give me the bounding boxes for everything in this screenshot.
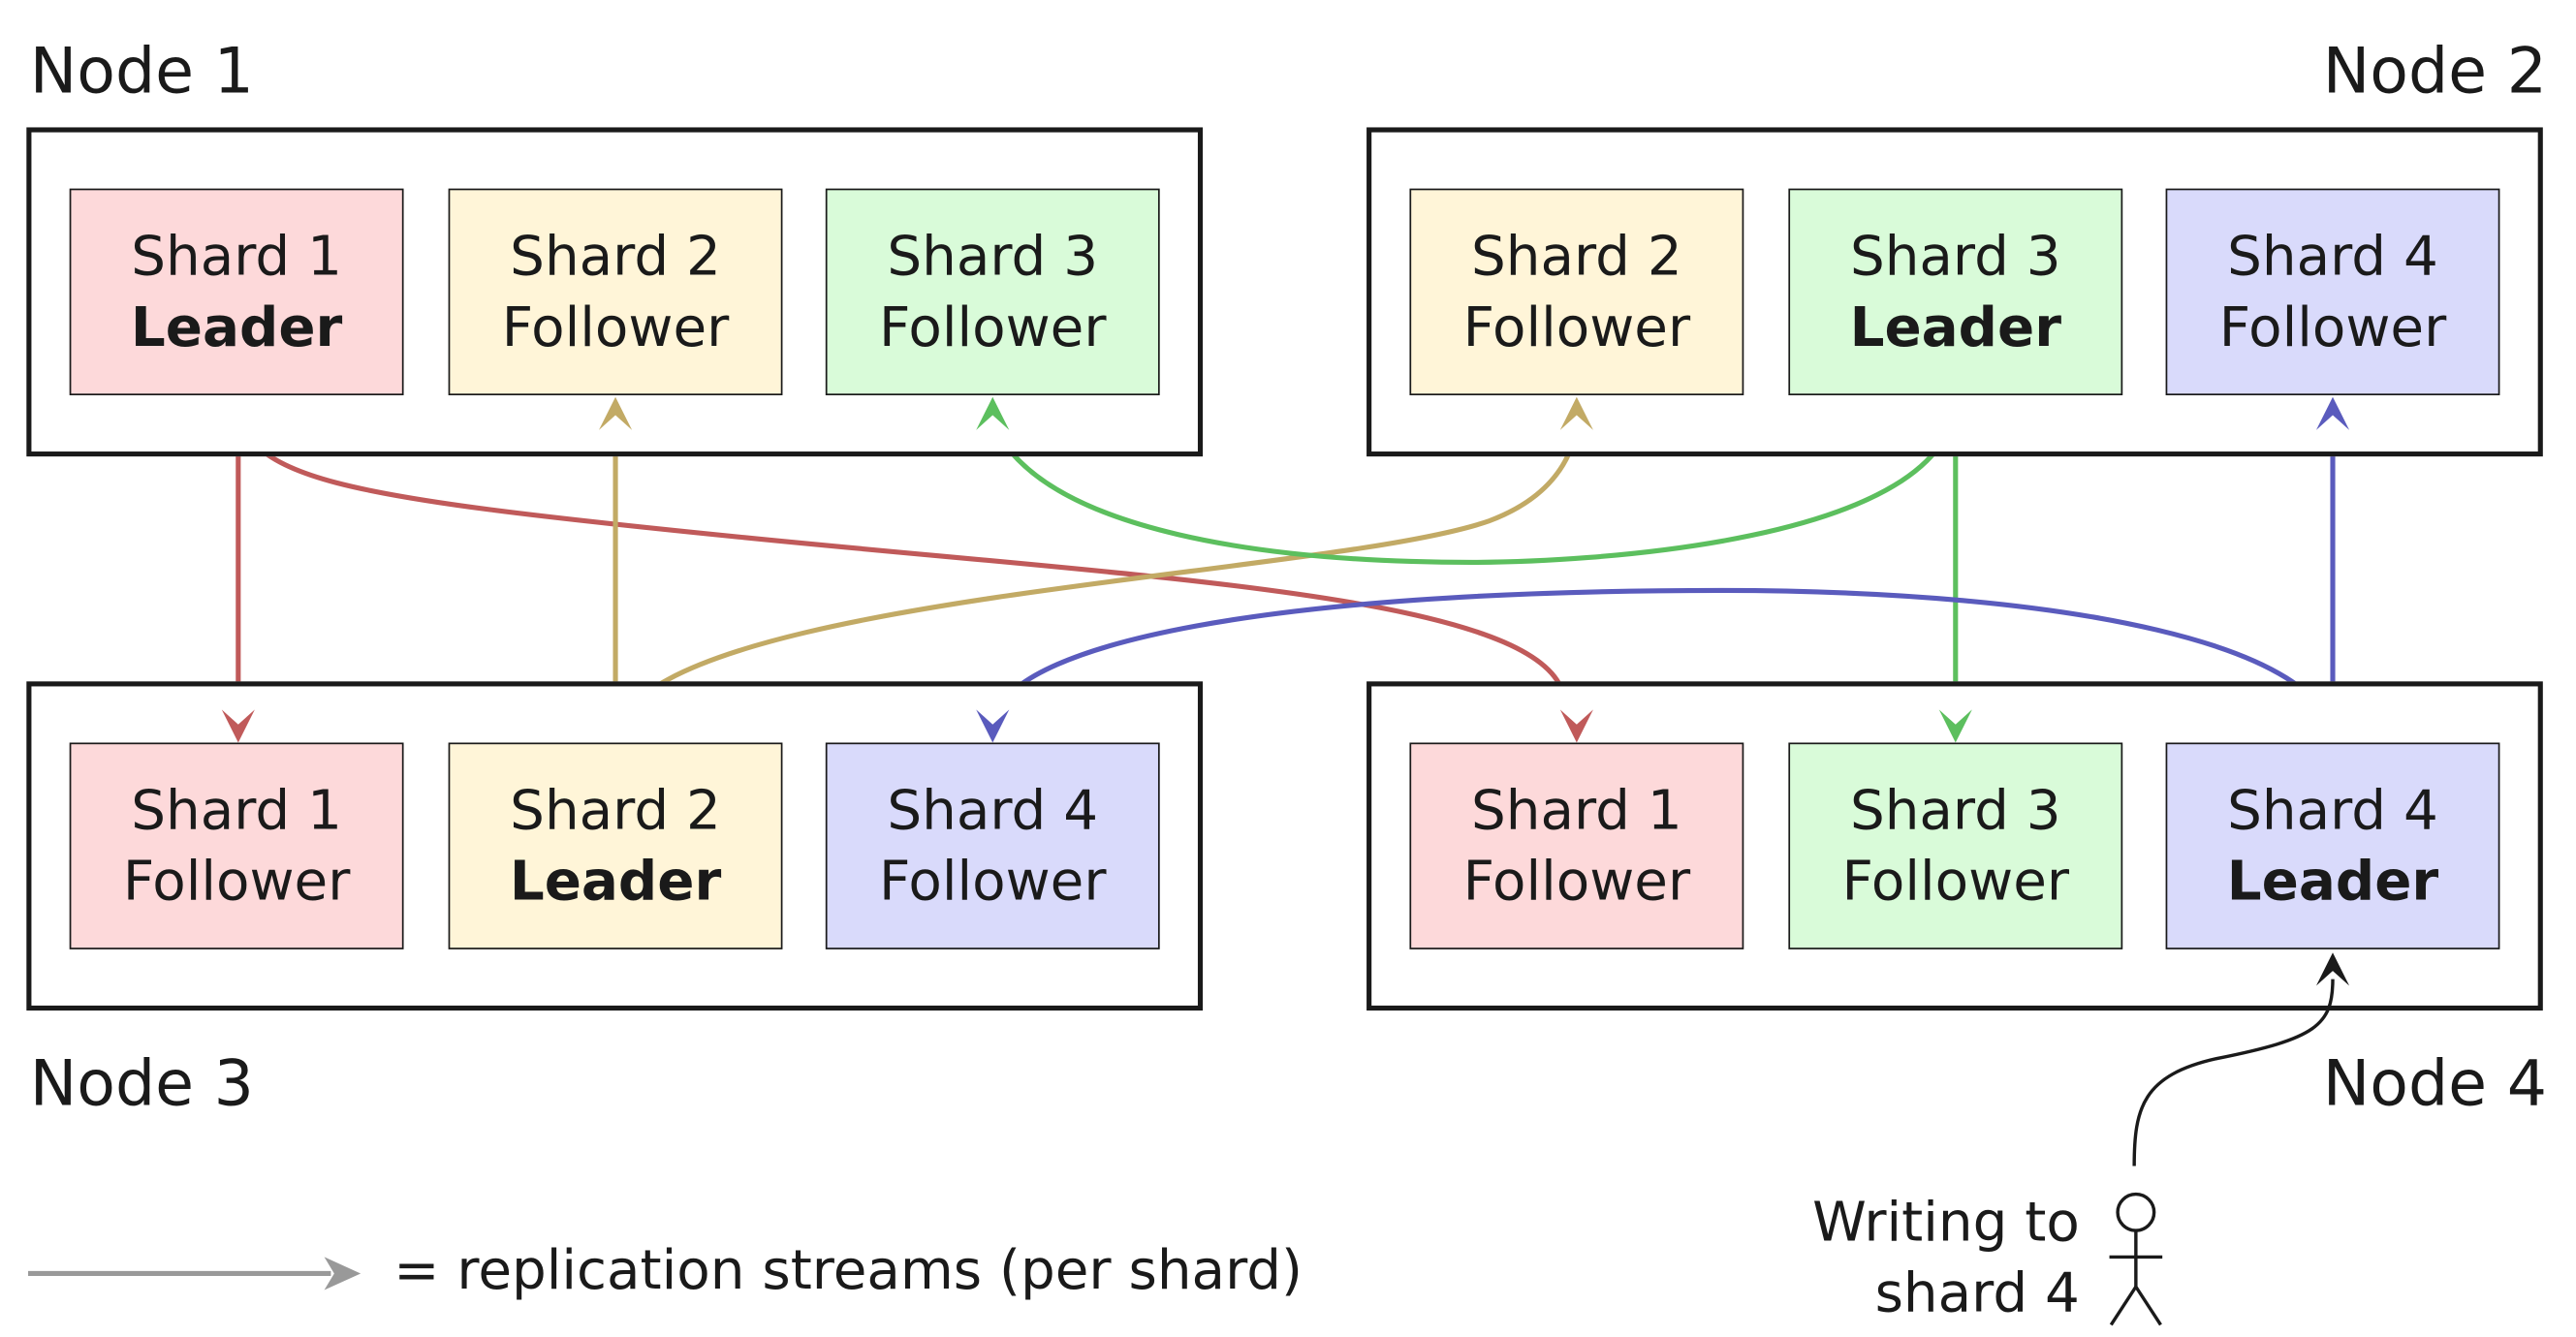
writer-arrow [2132,979,2335,1166]
node-2-shard-2: Shard 2 Follower [1409,188,1744,395]
shard-role: Follower [878,847,1107,913]
node-1-shard-3: Shard 3 Follower [825,188,1160,395]
shard-role: Leader [2226,847,2439,913]
shard-role: Follower [1841,847,2070,913]
arrow-shard2-to-node2 [613,427,1580,743]
node-3-shard-1: Shard 1 Follower [69,742,404,949]
shard-role: Leader [1849,294,2062,358]
shard-name: Shard 3 [1849,776,2061,842]
arrowhead-shard3-node4 [1938,709,1972,743]
node-2-shard-3: Shard 3 Leader [1788,188,2123,395]
shard-name: Shard 4 [887,776,1099,842]
node-3-shard-4: Shard 4 Follower [825,742,1160,949]
arrow-shard4-to-node3 [995,587,2336,743]
shard-role: Follower [122,847,351,913]
shard-role: Follower [2218,294,2447,358]
shard-role: Leader [509,847,722,913]
shard-role: Follower [501,294,730,358]
shard-name: Shard 2 [510,776,721,842]
shard-name: Shard 3 [887,222,1099,288]
node-1-shard-2: Shard 2 Follower [448,188,783,395]
writer-line-1: Writing to [1812,1189,2080,1254]
arrowhead-shard2-node2 [1559,396,1593,430]
shard-name: Shard 1 [1471,776,1682,842]
node-4-shard-1: Shard 1 Follower [1409,742,1744,949]
legend-text: = replication streams (per shard) [393,1236,1303,1302]
writer-caption: Writing to shard 4 [1812,1188,2080,1329]
arrowhead-shard1-node4 [1559,709,1593,743]
node-2-shard-4: Shard 4 Follower [2165,188,2500,395]
node-3-label: Node 3 [29,1046,254,1120]
arrowhead-shard4-node2 [2315,396,2350,430]
node-2-label: Node 2 [2322,34,2547,108]
node-4-shard-3: Shard 3 Follower [1788,742,2123,949]
node-1-shard-1: Shard 1 Leader [69,188,404,395]
shard-role: Follower [878,294,1107,358]
person-icon [2109,1192,2163,1326]
arrowhead-shard3-node1 [976,396,1010,430]
node-1-label: Node 1 [29,34,254,108]
node-3-shard-2: Shard 2 Leader [448,742,783,949]
arrowhead-shard1-node3 [221,709,255,743]
arrowhead-writer [2315,952,2350,986]
arrow-shard3-to-node1 [993,396,1959,565]
writer-line-2: shard 4 [1874,1259,2080,1325]
shard-name: Shard 1 [131,776,342,842]
shard-role: Leader [130,294,343,358]
shard-name: Shard 1 [131,222,342,288]
shard-name: Shard 2 [1471,222,1682,288]
arrowhead-shard4-node3 [976,709,1010,743]
shard-name: Shard 4 [2227,222,2438,288]
arrow-shard1-to-node4 [236,396,1579,713]
shard-name: Shard 2 [510,222,721,288]
arrowhead-shard2-node1 [598,396,633,430]
shard-role: Follower [1462,294,1691,358]
node-4-label: Node 4 [2322,1046,2547,1120]
shard-role: Follower [1462,847,1691,913]
node-4-shard-4: Shard 4 Leader [2165,742,2500,949]
shard-name: Shard 3 [1849,222,2061,288]
legend-arrowhead [324,1257,361,1290]
shard-name: Shard 4 [2227,776,2438,842]
